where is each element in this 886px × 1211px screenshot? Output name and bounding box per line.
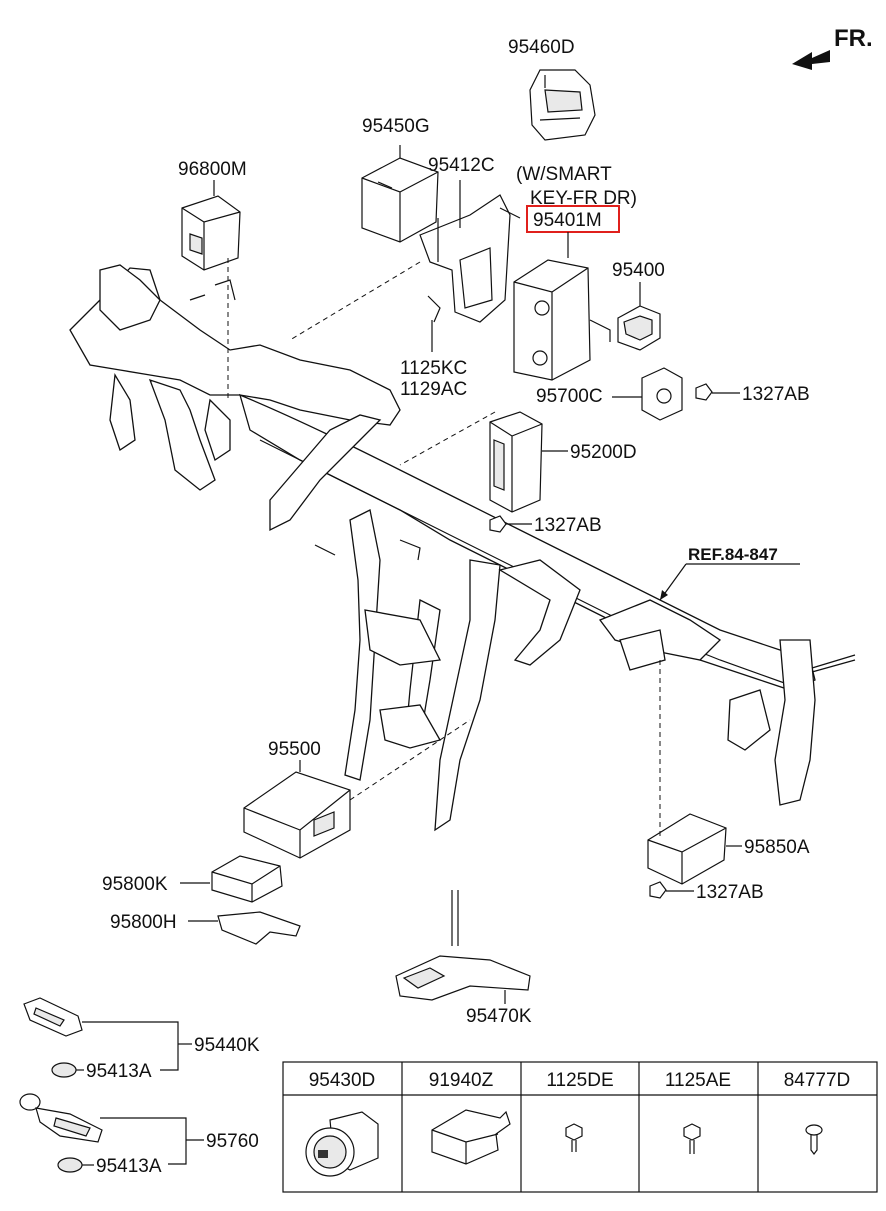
nut-icon: [649, 881, 667, 899]
part-95200D: 95200D 1327AB: [399, 411, 637, 536]
label-95412C: 95412C: [428, 155, 495, 176]
part-95440K: 95440K 95413A: [23, 997, 260, 1082]
bolt-callout-1125KC: 1125KC 1129AC: [400, 358, 467, 400]
bolt-1125DE-icon: [565, 1123, 583, 1152]
label-95440K: 95440K: [194, 1035, 260, 1056]
label-95413A-b: 95413A: [96, 1156, 162, 1177]
label-95200D: 95200D: [570, 442, 637, 463]
table-header-2: 91940Z: [429, 1070, 494, 1091]
label-ref: REF.84-847: [688, 545, 778, 564]
part-95500: 95500: [243, 719, 471, 859]
part-95450G: 95450G: [361, 116, 439, 243]
front-direction-indicator: FR.: [792, 25, 873, 70]
part-96800M: 96800M: [178, 159, 247, 400]
label-95401M: 95401M: [533, 210, 602, 231]
label-1327AB-a: 1327AB: [742, 384, 810, 405]
part-95800H: 95800H: [110, 911, 301, 945]
smart-key-note-line1: (W/SMART: [516, 164, 612, 185]
table-header-3: 1125DE: [546, 1070, 613, 1091]
part-95460D: 95460D: [508, 37, 596, 141]
label-1327AB-c: 1327AB: [696, 882, 764, 903]
label-95450G: 95450G: [362, 116, 430, 137]
part-95401M: (W/SMART KEY-FR DR) 95401M: [499, 164, 637, 381]
screw-84777D-icon: [805, 1124, 823, 1155]
table-header-5: 84777D: [784, 1070, 851, 1091]
parts-table: 95430D 91940Z 1125DE 1125AE 84777D: [282, 1061, 878, 1193]
label-95850A: 95850A: [744, 837, 810, 858]
label-1125KC: 1125KC: [400, 358, 467, 379]
ref-callout: REF.84-847: [659, 545, 800, 601]
label-95700C: 95700C: [536, 386, 603, 407]
part-95412C: 95412C: [419, 155, 511, 352]
harness-bracket-icon: [431, 1109, 511, 1165]
part-95400: 95400: [612, 260, 665, 351]
label-95470K: 95470K: [466, 1006, 532, 1027]
label-95460D: 95460D: [508, 37, 575, 58]
part-95470K: 95470K: [395, 890, 532, 1027]
part-95760: 95760 95413A: [19, 1093, 259, 1177]
bolt-1125AE-icon: [683, 1123, 701, 1154]
part-95800K: 95800K: [102, 855, 283, 903]
table-header-1: 95430D: [309, 1070, 376, 1091]
smart-key-note-line2: KEY-FR DR): [530, 188, 637, 209]
start-button-icon: [305, 1111, 379, 1177]
label-1327AB-b: 1327AB: [534, 515, 602, 536]
front-arrow-icon: [792, 50, 830, 70]
label-95413A-a: 95413A: [86, 1061, 152, 1082]
coin-battery-icon: [57, 1157, 83, 1173]
label-95400: 95400: [612, 260, 665, 281]
label-95800H: 95800H: [110, 912, 177, 933]
front-label: FR.: [834, 25, 873, 52]
nut-icon: [695, 383, 713, 401]
highlight-box-95401M: [526, 205, 620, 233]
label-95800K: 95800K: [102, 874, 168, 895]
table-header-4: 1125AE: [665, 1070, 731, 1091]
nut-icon: [489, 515, 507, 533]
label-95760: 95760: [206, 1131, 259, 1152]
label-96800M: 96800M: [178, 159, 247, 180]
cross-bar-assembly: [69, 264, 856, 832]
part-95850A: 95850A 1327AB: [647, 660, 810, 903]
label-1129AC: 1129AC: [400, 379, 467, 400]
coin-battery-icon: [51, 1062, 77, 1078]
label-95500: 95500: [268, 739, 321, 760]
part-95700C: 95700C 1327AB: [536, 367, 810, 421]
